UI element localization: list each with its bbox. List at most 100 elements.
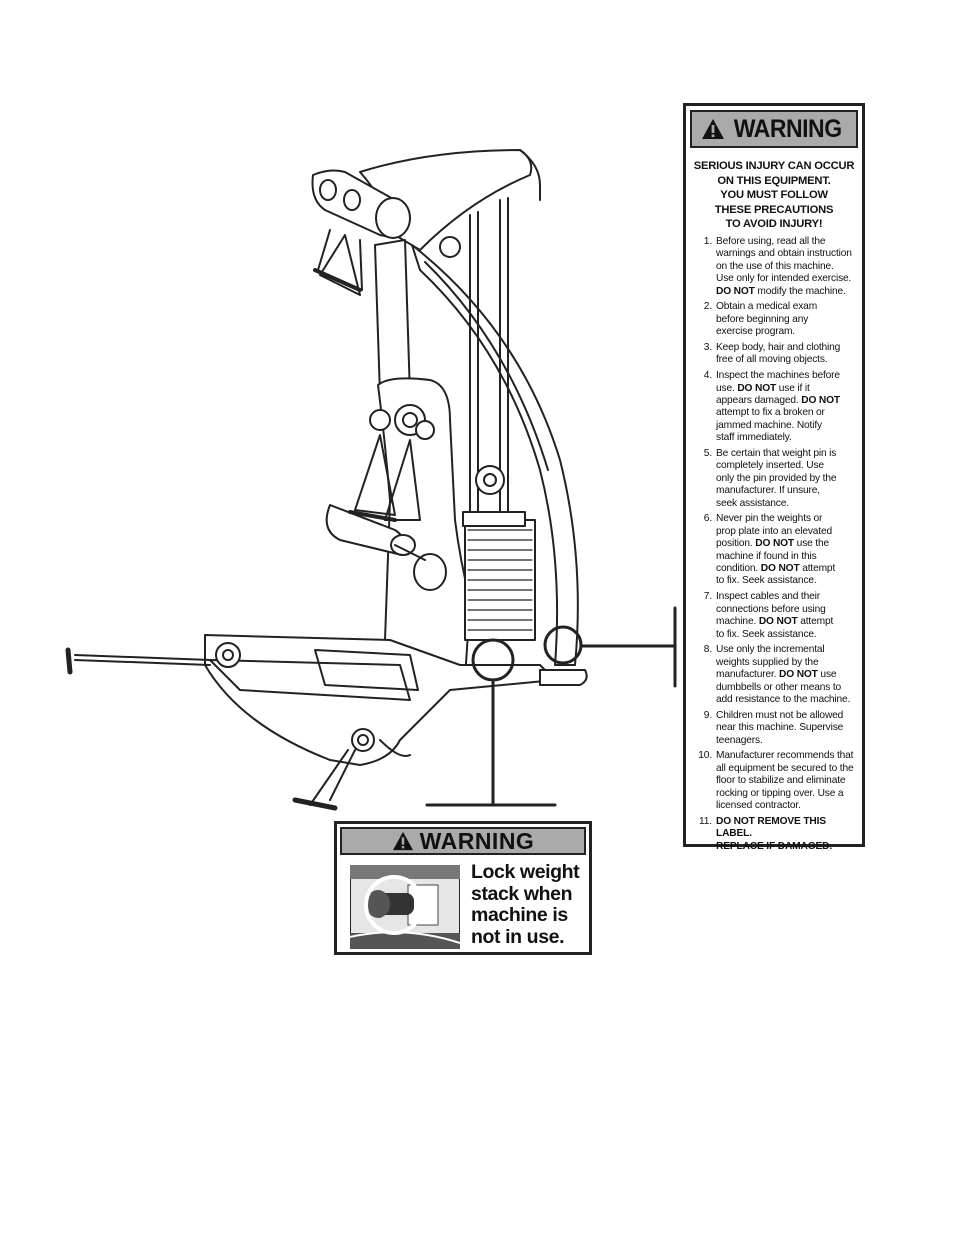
precaution-line: appears damaged. DO NOT: [716, 395, 840, 407]
warning-triangle-icon: [702, 119, 725, 139]
intro-line: YOU MUST FOLLOW: [720, 189, 828, 202]
precaution-line: warnings and obtain instruction: [716, 248, 852, 260]
precaution-number: 7.: [703, 591, 712, 603]
precaution-line: on the use of this machine.: [716, 260, 834, 272]
precaution-line: machine if found in this: [716, 550, 817, 562]
intro-line: TO AVOID INJURY!: [725, 218, 823, 231]
precaution-line: seek assistance.: [716, 497, 789, 509]
precaution-item: 11. DO NOT REMOVE THIS LABEL.REPLACE IF D…: [686, 816, 858, 853]
precaution-line: position. DO NOT use the: [716, 538, 830, 550]
message-line: stack when: [471, 882, 573, 905]
warning-header: WARNING: [690, 110, 858, 148]
precaution-line: free of all moving objects.: [716, 354, 828, 366]
precaution-number: 1.: [703, 235, 712, 247]
precaution-line: attempt to fix a broken or: [716, 407, 825, 419]
precaution-line: exercise program.: [716, 326, 795, 338]
precaution-line: rocking or tipping over. Use a: [716, 787, 844, 799]
precaution-line: Keep body, hair and clothing: [716, 342, 841, 353]
intro-line: SERIOUS INJURY CAN OCCUR: [693, 160, 855, 172]
precaution-line: DO NOT modify the machine.: [716, 285, 846, 297]
precaution-line: Manufacturer recommends that: [716, 750, 854, 762]
precaution-number: 4.: [703, 370, 712, 382]
precaution-number: 11.: [699, 815, 712, 827]
lock-warning-message: Lock weight stack when machine is not in…: [471, 861, 591, 948]
precaution-line: licensed contractor.: [716, 799, 801, 811]
precaution-line: to fix. Seek assistance.: [716, 628, 817, 640]
precaution-line: staff immediately.: [716, 432, 792, 444]
precaution-line: jammed machine. Notify: [716, 419, 822, 431]
precaution-line: manufacturer. If unsure,: [716, 485, 820, 497]
precaution-line: only the pin provided by the: [716, 472, 837, 484]
precaution-number: 8.: [703, 644, 712, 656]
message-line: not in use.: [471, 925, 565, 948]
warning-triangle-icon: [392, 831, 413, 851]
precaution-line: before beginning any: [716, 313, 809, 325]
precaution-number: 5.: [703, 448, 712, 460]
precaution-line: Obtain a medical exam: [716, 301, 818, 313]
precaution-line: manufacturer. DO NOT use: [716, 669, 837, 681]
precaution-line: near this machine. Supervise: [716, 722, 844, 734]
intro-line: ON THIS EQUIPMENT.: [717, 174, 831, 187]
precaution-line: Be certain that weight pin is: [716, 448, 837, 460]
warning-intro: SERIOUS INJURY CAN OCCUR ON THIS EQUIPME…: [690, 159, 858, 232]
precaution-line: machine. DO NOT attempt: [716, 616, 834, 628]
precaution-line: prop plate into an elevated: [716, 525, 833, 537]
precaution-line: dumbbells or other means to: [716, 681, 842, 693]
precaution-number: 3.: [703, 342, 712, 353]
intro-line: THESE PRECAUTIONS: [714, 203, 834, 216]
precaution-number: 9.: [703, 709, 712, 721]
precaution-line: DO NOT REMOVE THIS LABEL.: [716, 815, 826, 840]
precaution-text: DO NOT REMOVE THIS LABEL.REPLACE IF DAMA…: [716, 816, 858, 853]
precaution-line: floor to stabilize and eliminate: [716, 775, 846, 787]
precaution-line: Use only for intended exercise.: [716, 273, 852, 285]
precaution-line: condition. DO NOT attempt: [716, 563, 836, 575]
warning-title: WARNING: [734, 114, 842, 143]
message-line: Lock weight: [471, 861, 580, 883]
precaution-number: 6.: [703, 513, 712, 525]
precaution-line: to fix. Seek assistance.: [716, 575, 817, 587]
safety-warning-label: WARNING SERIOUS INJURY CAN OCCUR ON THIS…: [683, 103, 865, 852]
precaution-number: 2.: [703, 301, 712, 313]
precaution-line: Never pin the weights or: [716, 513, 823, 525]
message-line: machine is: [471, 904, 568, 927]
lock-weight-warning-label: WARNING Lock weight stack when machine i…: [334, 821, 592, 955]
precaution-line: Before using, read all the: [716, 235, 826, 247]
precaution-line: Children must not be allowed: [716, 709, 844, 721]
precaution-line: teenagers.: [716, 734, 763, 746]
weight-pin-photo: [350, 865, 460, 949]
precaution-line: weights supplied by the: [716, 656, 819, 668]
lock-warning-title: WARNING: [419, 827, 535, 854]
precaution-line: Inspect the machines before: [716, 370, 840, 382]
precaution-line: use. DO NOT use if it: [716, 382, 810, 394]
precaution-line: Use only the incremental: [716, 644, 825, 656]
precaution-line: Inspect cables and their: [716, 591, 821, 603]
precaution-line: connections before using: [716, 603, 826, 615]
precaution-line: all equipment be secured to the: [716, 762, 854, 774]
precaution-line: add resistance to the machine.: [716, 693, 851, 705]
precaution-line: REPLACE IF DAMAGED.: [716, 840, 833, 852]
lock-warning-header: WARNING: [340, 827, 586, 855]
precaution-number: 10.: [698, 750, 712, 762]
